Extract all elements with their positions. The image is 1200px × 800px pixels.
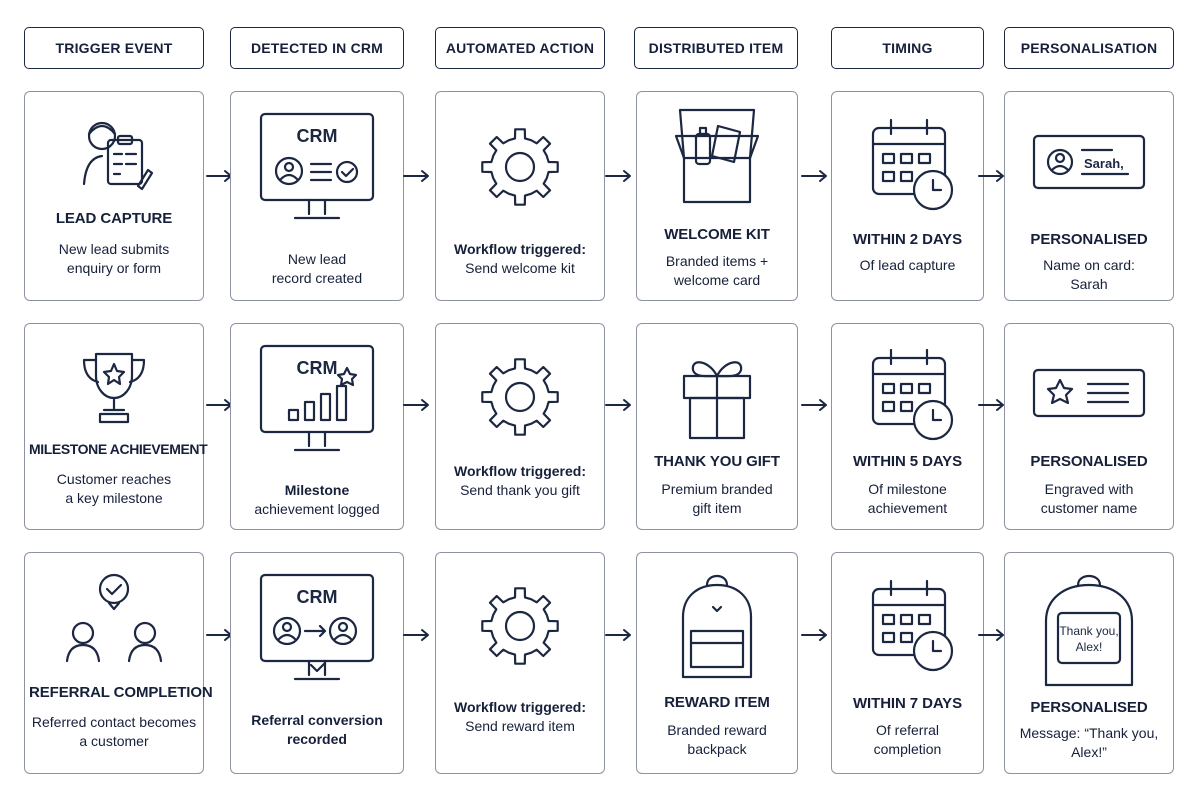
action-description: Workflow triggered:Send reward item — [454, 699, 586, 734]
arrow-right-icon — [801, 629, 827, 641]
card-welcome-kit: WELCOME KIT Branded items +welcome card — [636, 91, 798, 301]
name-card-icon: Sarah, — [1005, 92, 1173, 200]
item-title: REWARD ITEM — [664, 694, 770, 711]
arrow-right-icon — [605, 629, 631, 641]
crm-monitor-referral-icon: CRM — [231, 553, 403, 681]
trigger-title: REFERRAL COMPLETION — [29, 684, 213, 701]
welcome-box-icon — [637, 92, 797, 204]
trophy-icon — [25, 324, 203, 432]
gear-icon — [436, 553, 604, 665]
personal-title: PERSONALISED — [1030, 699, 1148, 716]
gear-icon — [436, 92, 604, 206]
action-description: Workflow triggered:Send welcome kit — [454, 241, 586, 276]
card-action-reward: Workflow triggered:Send reward item — [435, 552, 605, 774]
timing-description: Of lead capture — [859, 257, 956, 273]
timing-title: WITHIN 7 DAYS — [853, 695, 962, 712]
calendar-clock-icon — [832, 553, 983, 672]
arrow-right-icon — [403, 629, 429, 641]
arrow-right-icon — [403, 399, 429, 411]
backpack-icon — [637, 553, 797, 679]
personal-title: PERSONALISED — [1030, 231, 1148, 248]
personal-description: Message: “Thank you,Alex!” — [1019, 725, 1159, 760]
arrow-right-icon — [801, 170, 827, 182]
item-description: Branded items +welcome card — [665, 253, 769, 288]
arrow-right-icon — [978, 399, 1004, 411]
svg-text:Thank you,: Thank you, — [1059, 624, 1118, 638]
star-card-icon — [1005, 324, 1173, 432]
card-action-thank-you: Workflow triggered:Send thank you gift — [435, 323, 605, 530]
svg-text:Alex!: Alex! — [1076, 640, 1103, 654]
timing-title: WITHIN 5 DAYS — [853, 453, 962, 470]
svg-text:CRM: CRM — [297, 126, 338, 146]
header-detected-in-crm: DETECTED IN CRM — [230, 27, 404, 69]
timing-title: WITHIN 2 DAYS — [853, 231, 962, 248]
item-title: THANK YOU GIFT — [654, 453, 780, 470]
calendar-clock-icon — [832, 92, 983, 211]
card-personalised-name: Sarah, PERSONALISED Name on card:Sarah — [1004, 91, 1174, 301]
arrow-right-icon — [605, 399, 631, 411]
crm-monitor-contact-icon: CRM — [231, 92, 403, 220]
header-trigger-event: TRIGGER EVENT — [24, 27, 204, 69]
card-referral-completion: REFERRAL COMPLETION Referred contact bec… — [24, 552, 213, 774]
crm-monitor-growth-icon: CRM — [231, 324, 403, 452]
header-timing: TIMING — [831, 27, 984, 69]
header-personalisation: PERSONALISATION — [1004, 27, 1174, 69]
header-distributed-item: DISTRIBUTED ITEM — [634, 27, 798, 69]
arrow-right-icon — [978, 170, 1004, 182]
card-personalised-message: Thank you, Alex! PERSONALISED Message: “… — [1004, 552, 1174, 774]
arrow-right-icon — [801, 399, 827, 411]
message-backpack-icon: Thank you, Alex! — [1005, 553, 1173, 687]
card-timing-2-days: WITHIN 2 DAYS Of lead capture — [831, 91, 984, 301]
trigger-title: LEAD CAPTURE — [55, 210, 173, 227]
svg-text:Sarah,: Sarah, — [1084, 156, 1124, 171]
arrow-right-icon — [978, 629, 1004, 641]
arrow-right-icon — [605, 170, 631, 182]
gear-icon — [436, 324, 604, 436]
svg-text:CRM: CRM — [297, 587, 338, 607]
referral-people-icon — [25, 553, 203, 663]
header-automated-action: AUTOMATED ACTION — [435, 27, 605, 69]
arrow-right-icon — [403, 170, 429, 182]
personal-description: Name on card:Sarah — [1043, 257, 1135, 292]
card-action-welcome: Workflow triggered:Send welcome kit — [435, 91, 605, 301]
svg-text:CRM: CRM — [297, 358, 338, 378]
trigger-title: MILESTONE ACHIEVEMENT — [29, 441, 208, 457]
action-description: Workflow triggered:Send thank you gift — [454, 463, 586, 498]
item-title: WELCOME KIT — [664, 226, 770, 243]
gift-box-icon — [637, 324, 797, 440]
calendar-clock-icon — [832, 324, 983, 441]
lead-form-person-icon — [25, 92, 203, 200]
personal-title: PERSONALISED — [1030, 453, 1148, 470]
